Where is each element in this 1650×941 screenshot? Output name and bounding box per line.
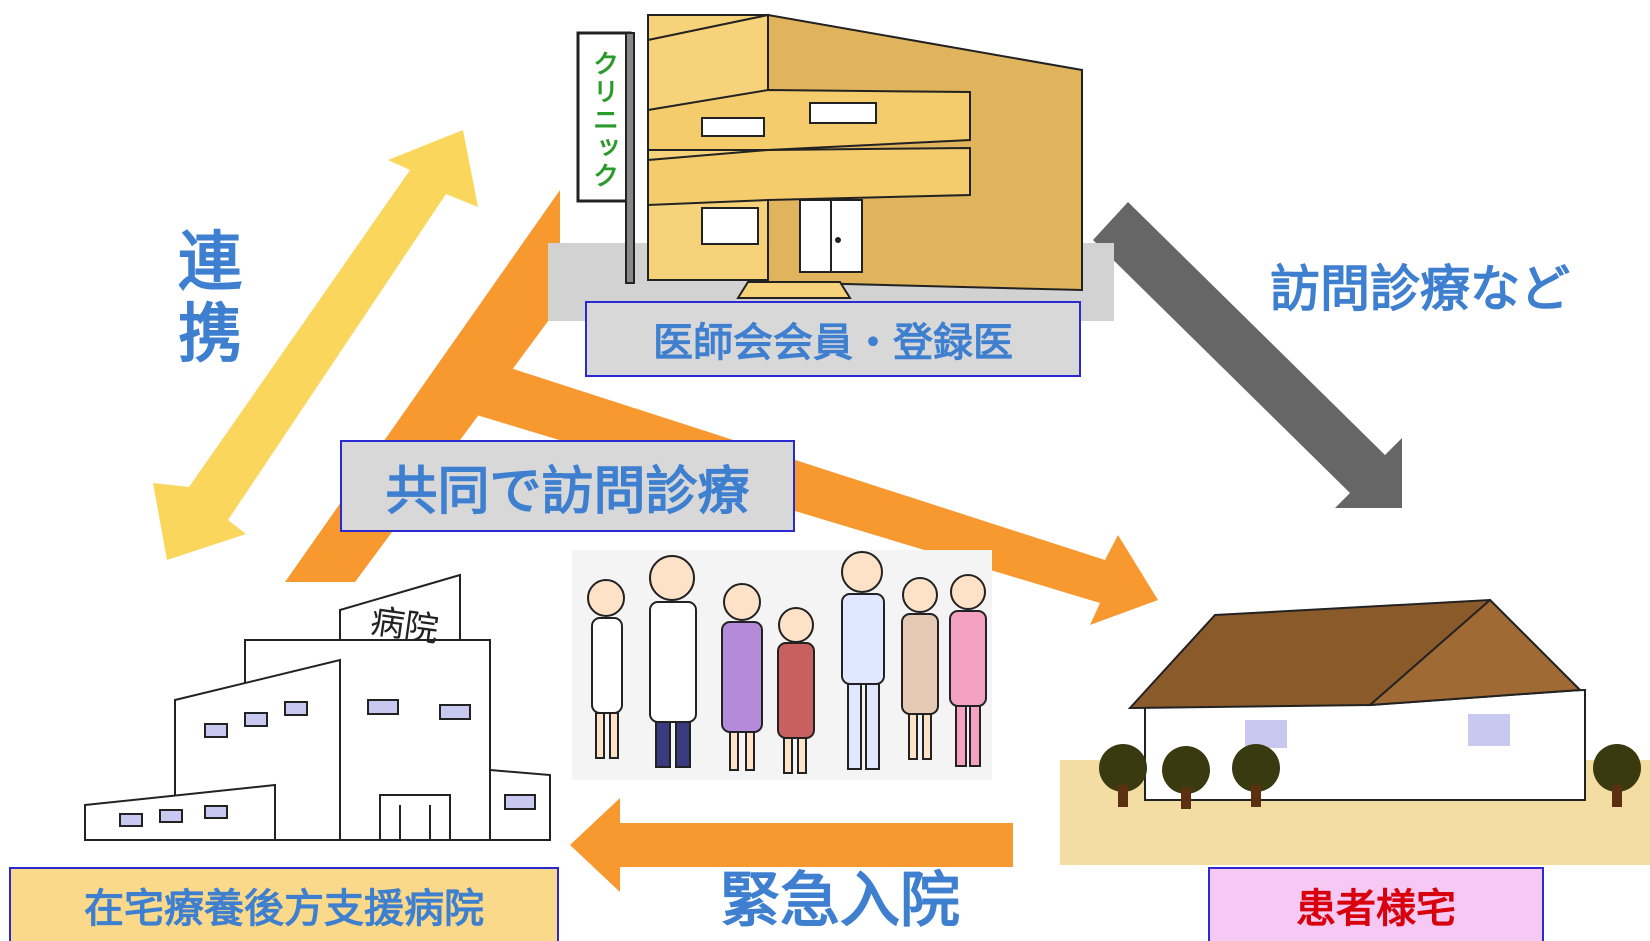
clinic-illustration xyxy=(548,13,1114,321)
clinic-caption: 医師会会員・登録医 xyxy=(585,301,1081,377)
home-caption: 患者様宅 xyxy=(1208,867,1544,941)
hospital-caption: 在宅療養後方支援病院 xyxy=(9,867,559,941)
clinic-sign-label: クリニック xyxy=(588,50,619,190)
home-trees xyxy=(1099,744,1641,809)
renkei-label: 連 携 xyxy=(160,210,260,390)
renkei-char-1: 連 xyxy=(178,226,242,301)
emergency-arrow xyxy=(570,798,1013,892)
joint-visit-label: 共同で訪問診療 xyxy=(340,440,795,532)
people-group-illustration xyxy=(572,550,992,780)
renkei-double-arrow xyxy=(153,130,478,560)
hospital-illustration xyxy=(84,573,551,841)
renkei-char-2: 携 xyxy=(178,298,242,372)
visit-arrow xyxy=(1093,202,1402,508)
emergency-label: 緊急入院 xyxy=(720,866,960,936)
home-illustration xyxy=(1060,598,1650,865)
visit-etc-label: 訪問診療など xyxy=(1270,260,1570,318)
